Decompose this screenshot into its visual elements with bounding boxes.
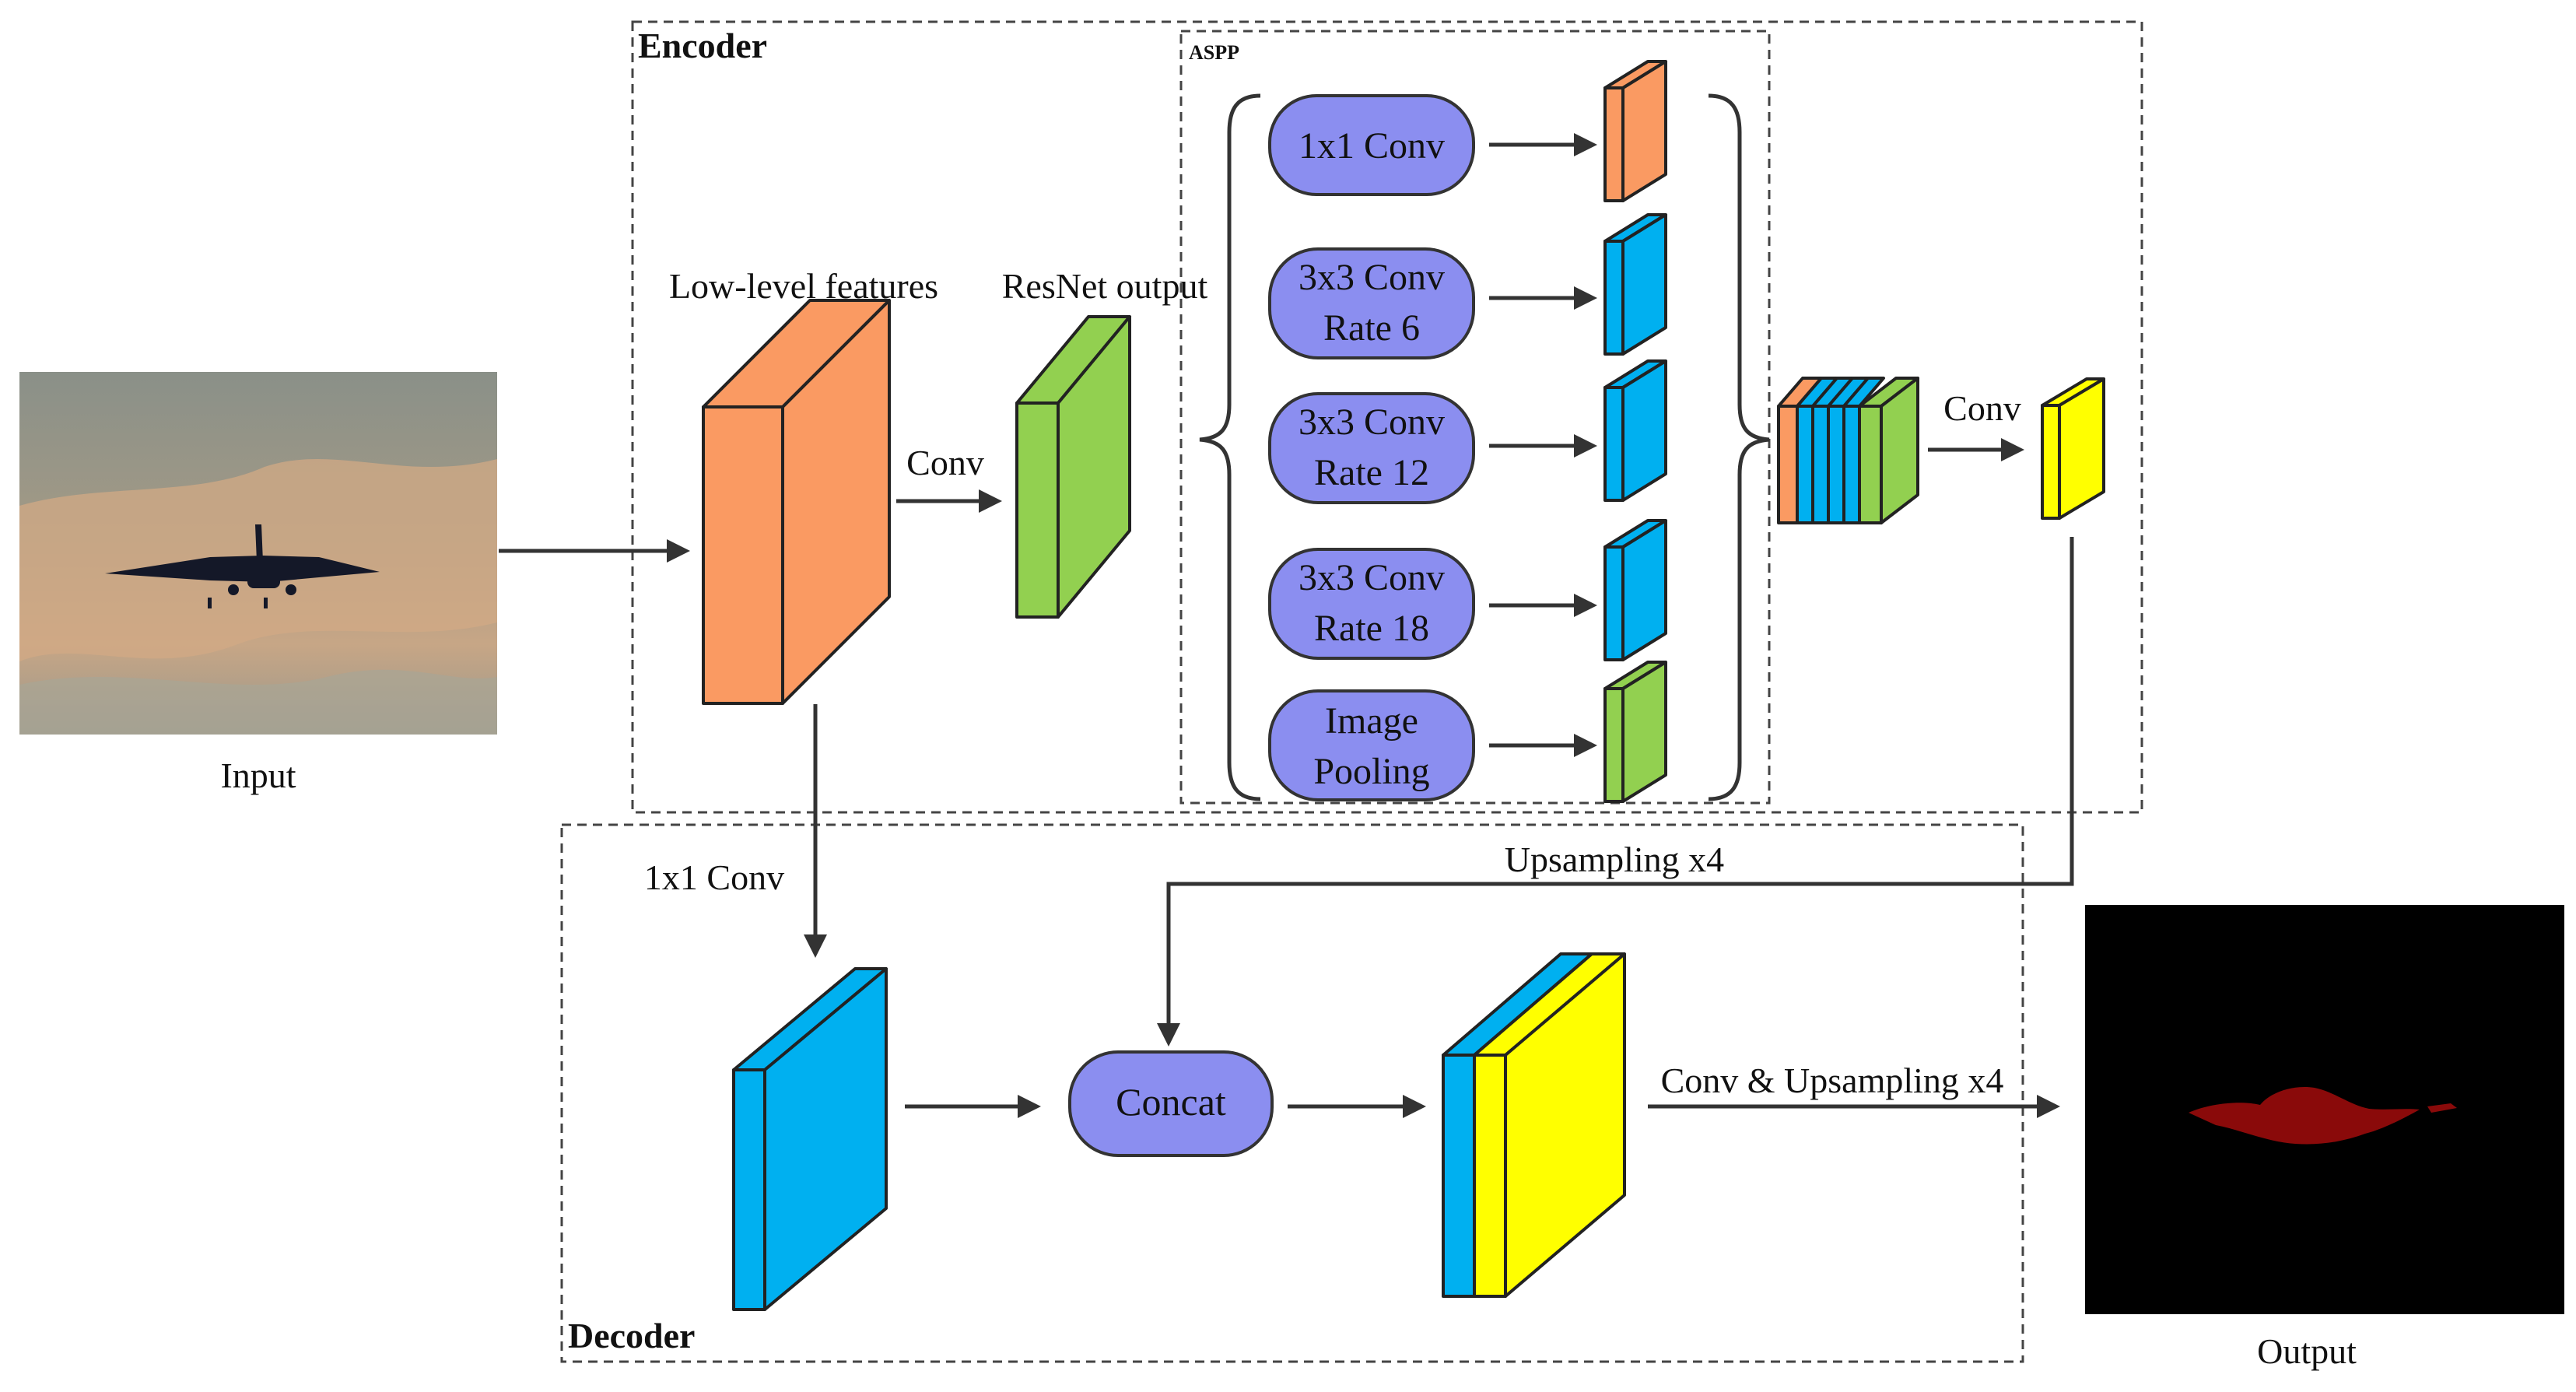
conv-label-1: Conv: [906, 443, 984, 482]
input-label: Input: [220, 756, 296, 795]
svg-text:Rate 18: Rate 18: [1314, 608, 1429, 649]
resnet-label: ResNet output: [1002, 266, 1208, 306]
aspp-box: [1179, 30, 1771, 805]
aspp-concat-stack: [1777, 377, 1919, 524]
decoder-label: Decoder: [568, 1316, 695, 1355]
conv-upsampling-label: Conv & Upsampling x4: [1661, 1061, 2004, 1100]
aspp-op-image-pooling: Image Pooling: [1268, 689, 1475, 801]
aspp-op-3x3-rate-18: 3x3 Conv Rate 18: [1268, 548, 1475, 660]
decoder-box: [560, 823, 2024, 1363]
aspp-op-3x3-rate-12: 3x3 Conv Rate 12: [1268, 392, 1475, 504]
aspp-label: ASPP: [1189, 41, 1239, 64]
encoder-label: Encoder: [638, 26, 767, 65]
output-label: Output: [2257, 1331, 2357, 1371]
aspp-right-brace: [1708, 93, 1770, 801]
concat-node: Concat: [1068, 1050, 1274, 1157]
low-level-features-block: [702, 299, 891, 705]
low-level-label: Low-level features: [669, 266, 938, 306]
conv-label-2: Conv: [1943, 388, 2021, 428]
input-image: [19, 372, 497, 735]
svg-text:Pooling: Pooling: [1313, 751, 1429, 792]
svg-text:Image: Image: [1325, 700, 1418, 742]
encoder-box: [631, 20, 2143, 814]
aspp-out-5-block: [1603, 661, 1667, 803]
aspp-out-4-block: [1603, 519, 1667, 661]
aspp-out-1-block: [1603, 60, 1667, 202]
resnet-output-block: [1015, 315, 1131, 619]
aspp-left-brace: [1199, 93, 1261, 801]
upsampling-label: Upsampling x4: [1505, 840, 1724, 879]
svg-text:3x3 Conv: 3x3 Conv: [1299, 401, 1445, 443]
aspp-out-2-block: [1603, 213, 1667, 356]
one-by-one-conv-label: 1x1 Conv: [644, 857, 784, 897]
svg-text:3x3 Conv: 3x3 Conv: [1299, 557, 1445, 598]
decoder-merged-block: [1442, 952, 1626, 1298]
svg-text:Rate 12: Rate 12: [1314, 452, 1429, 493]
aspp-out-3-block: [1603, 359, 1667, 502]
svg-text:3x3 Conv: 3x3 Conv: [1299, 257, 1445, 298]
airplane-icon: [105, 524, 380, 608]
svg-text:Concat: Concat: [1116, 1080, 1226, 1124]
output-mask: [2085, 905, 2564, 1314]
aspp-op-3x3-rate-6: 3x3 Conv Rate 6: [1268, 247, 1475, 359]
decoder-low-level-block: [732, 967, 888, 1311]
aspp-op-1x1-conv: 1x1 Conv: [1268, 94, 1475, 196]
encoder-output-block: [2041, 377, 2105, 520]
svg-text:1x1 Conv: 1x1 Conv: [1299, 125, 1445, 167]
arrow-upsampling: [1157, 537, 2074, 1047]
svg-text:Rate 6: Rate 6: [1323, 307, 1420, 349]
